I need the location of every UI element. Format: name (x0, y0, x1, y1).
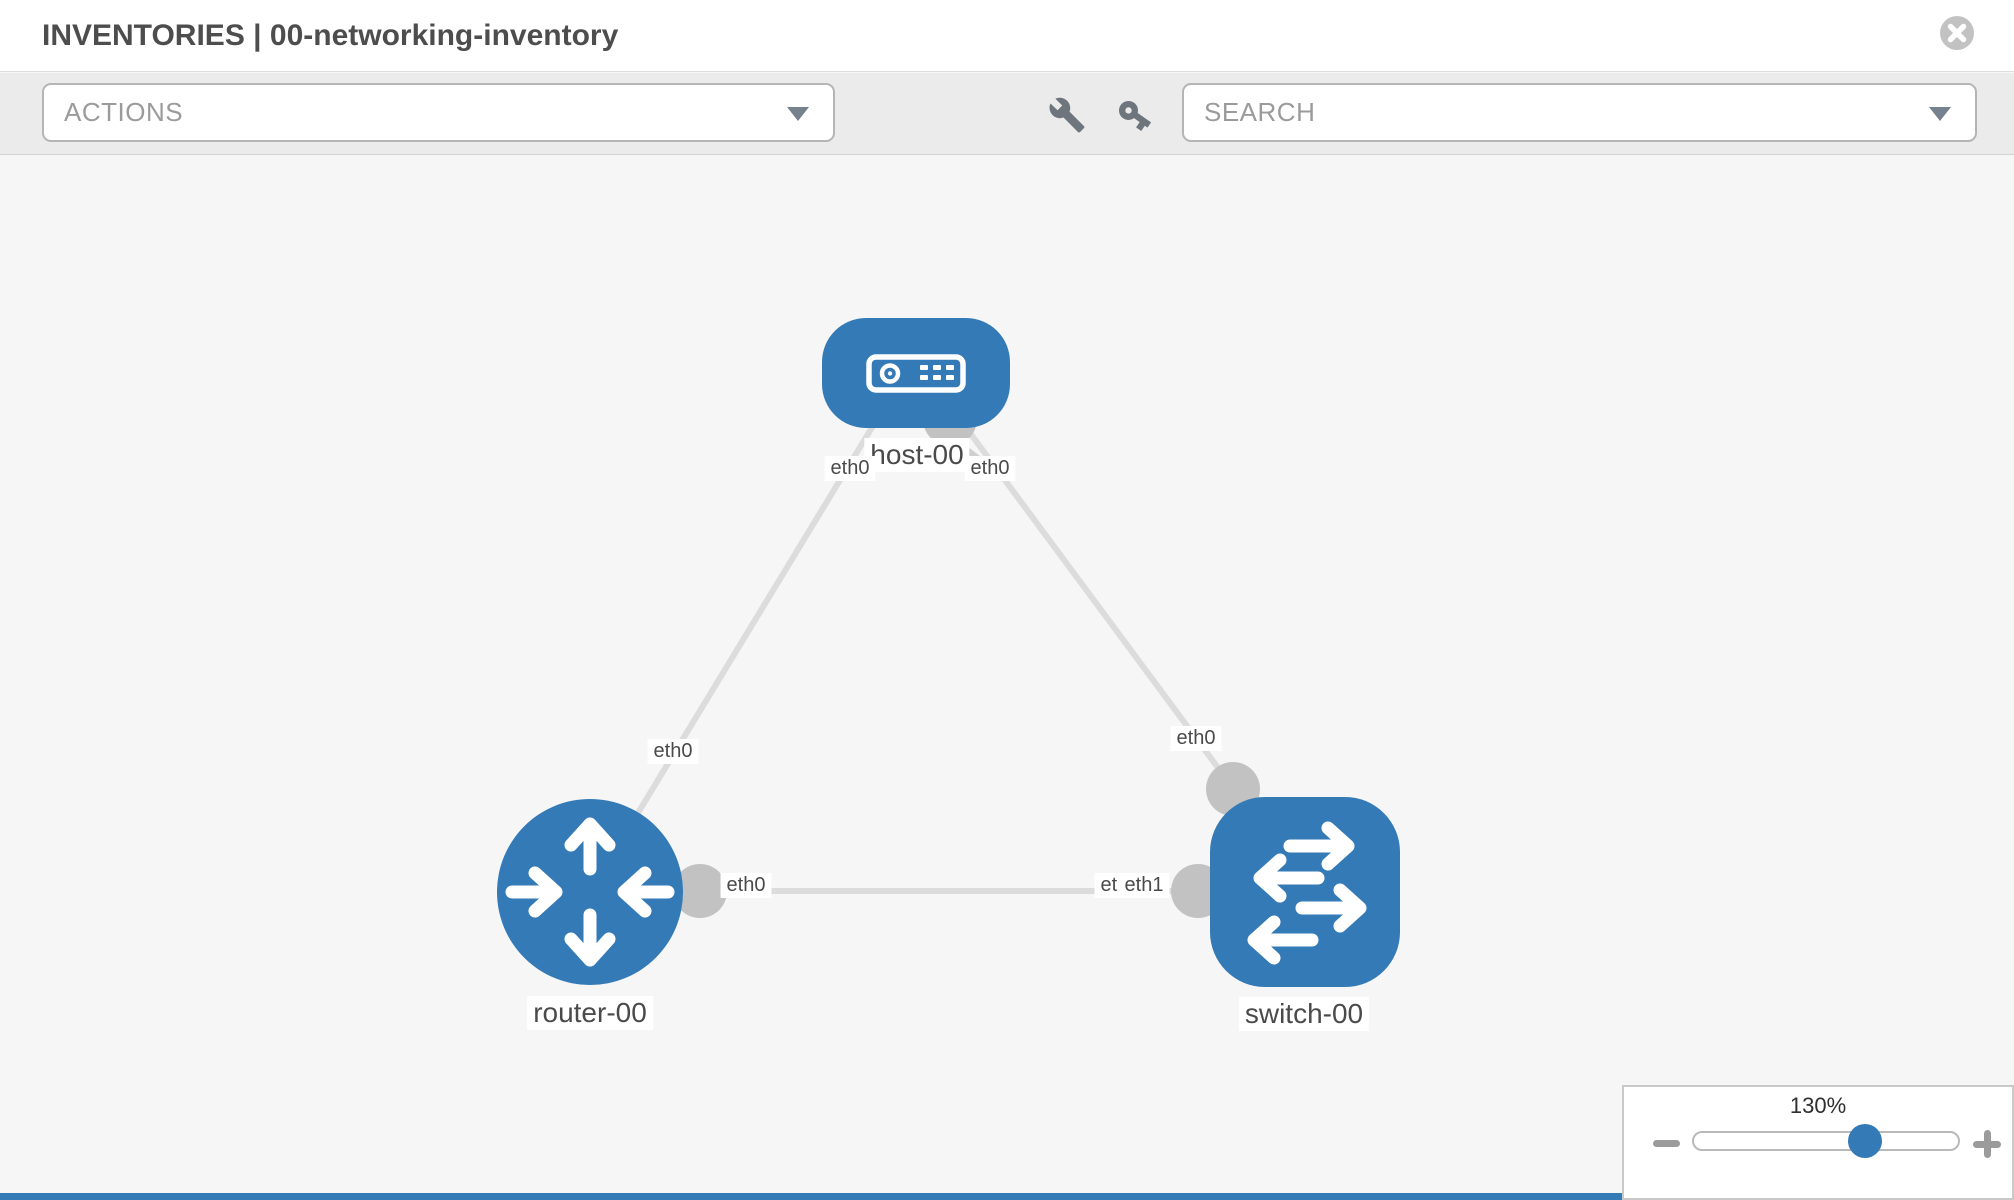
iface-label: eth0 (647, 739, 699, 764)
zoom-out-button[interactable] (1653, 1140, 1680, 1147)
zoom-level-value: 130% (1789, 1093, 1847, 1118)
search-dropdown[interactable]: SEARCH (1182, 83, 1977, 142)
chevron-down-icon (1929, 106, 1951, 121)
close-button[interactable] (1940, 16, 1974, 50)
search-dropdown-label: SEARCH (1204, 97, 1316, 127)
iface-label: eth1 (1118, 873, 1170, 898)
port-dot (673, 864, 727, 918)
zoom-in-button[interactable] (1973, 1130, 2001, 1158)
node-label-switch: switch-00 (1238, 997, 1370, 1031)
iface-label: eth0 (964, 456, 1016, 481)
iface-label: eth0 (1170, 726, 1222, 751)
switch-icon (1247, 821, 1367, 965)
page-title: INVENTORIES | 00-networking-inventory (42, 19, 619, 52)
toolbar: ACTIONS SEARCH (0, 73, 2014, 155)
iface-label: eth0 (720, 873, 772, 898)
node-label-router: router-00 (527, 996, 653, 1030)
zoom-control-panel: 130% (1622, 1085, 2014, 1200)
link-host-router (587, 404, 888, 894)
node-router[interactable] (497, 799, 683, 985)
zoom-slider-thumb[interactable] (1848, 1124, 1882, 1158)
host-icon (866, 354, 966, 393)
iface-label: eth0 (824, 456, 876, 481)
node-label-host: host-00 (864, 438, 970, 472)
zoom-slider[interactable] (1692, 1124, 1960, 1158)
node-host[interactable] (822, 318, 1010, 428)
chevron-down-icon (787, 106, 809, 121)
topology-links (587, 404, 1253, 894)
actions-dropdown[interactable]: ACTIONS (42, 83, 835, 142)
topology-canvas[interactable]: host-00 eth0 eth0 eth0 eth0 eth0 eth0 et… (0, 156, 2014, 1200)
wrench-icon[interactable] (1048, 96, 1086, 134)
key-icon[interactable] (1116, 96, 1154, 134)
router-icon (505, 817, 675, 967)
actions-dropdown-label: ACTIONS (64, 97, 184, 127)
page-header: INVENTORIES | 00-networking-inventory (0, 0, 2014, 72)
bottom-accent-bar (0, 1193, 1622, 1200)
node-switch[interactable] (1210, 797, 1400, 987)
